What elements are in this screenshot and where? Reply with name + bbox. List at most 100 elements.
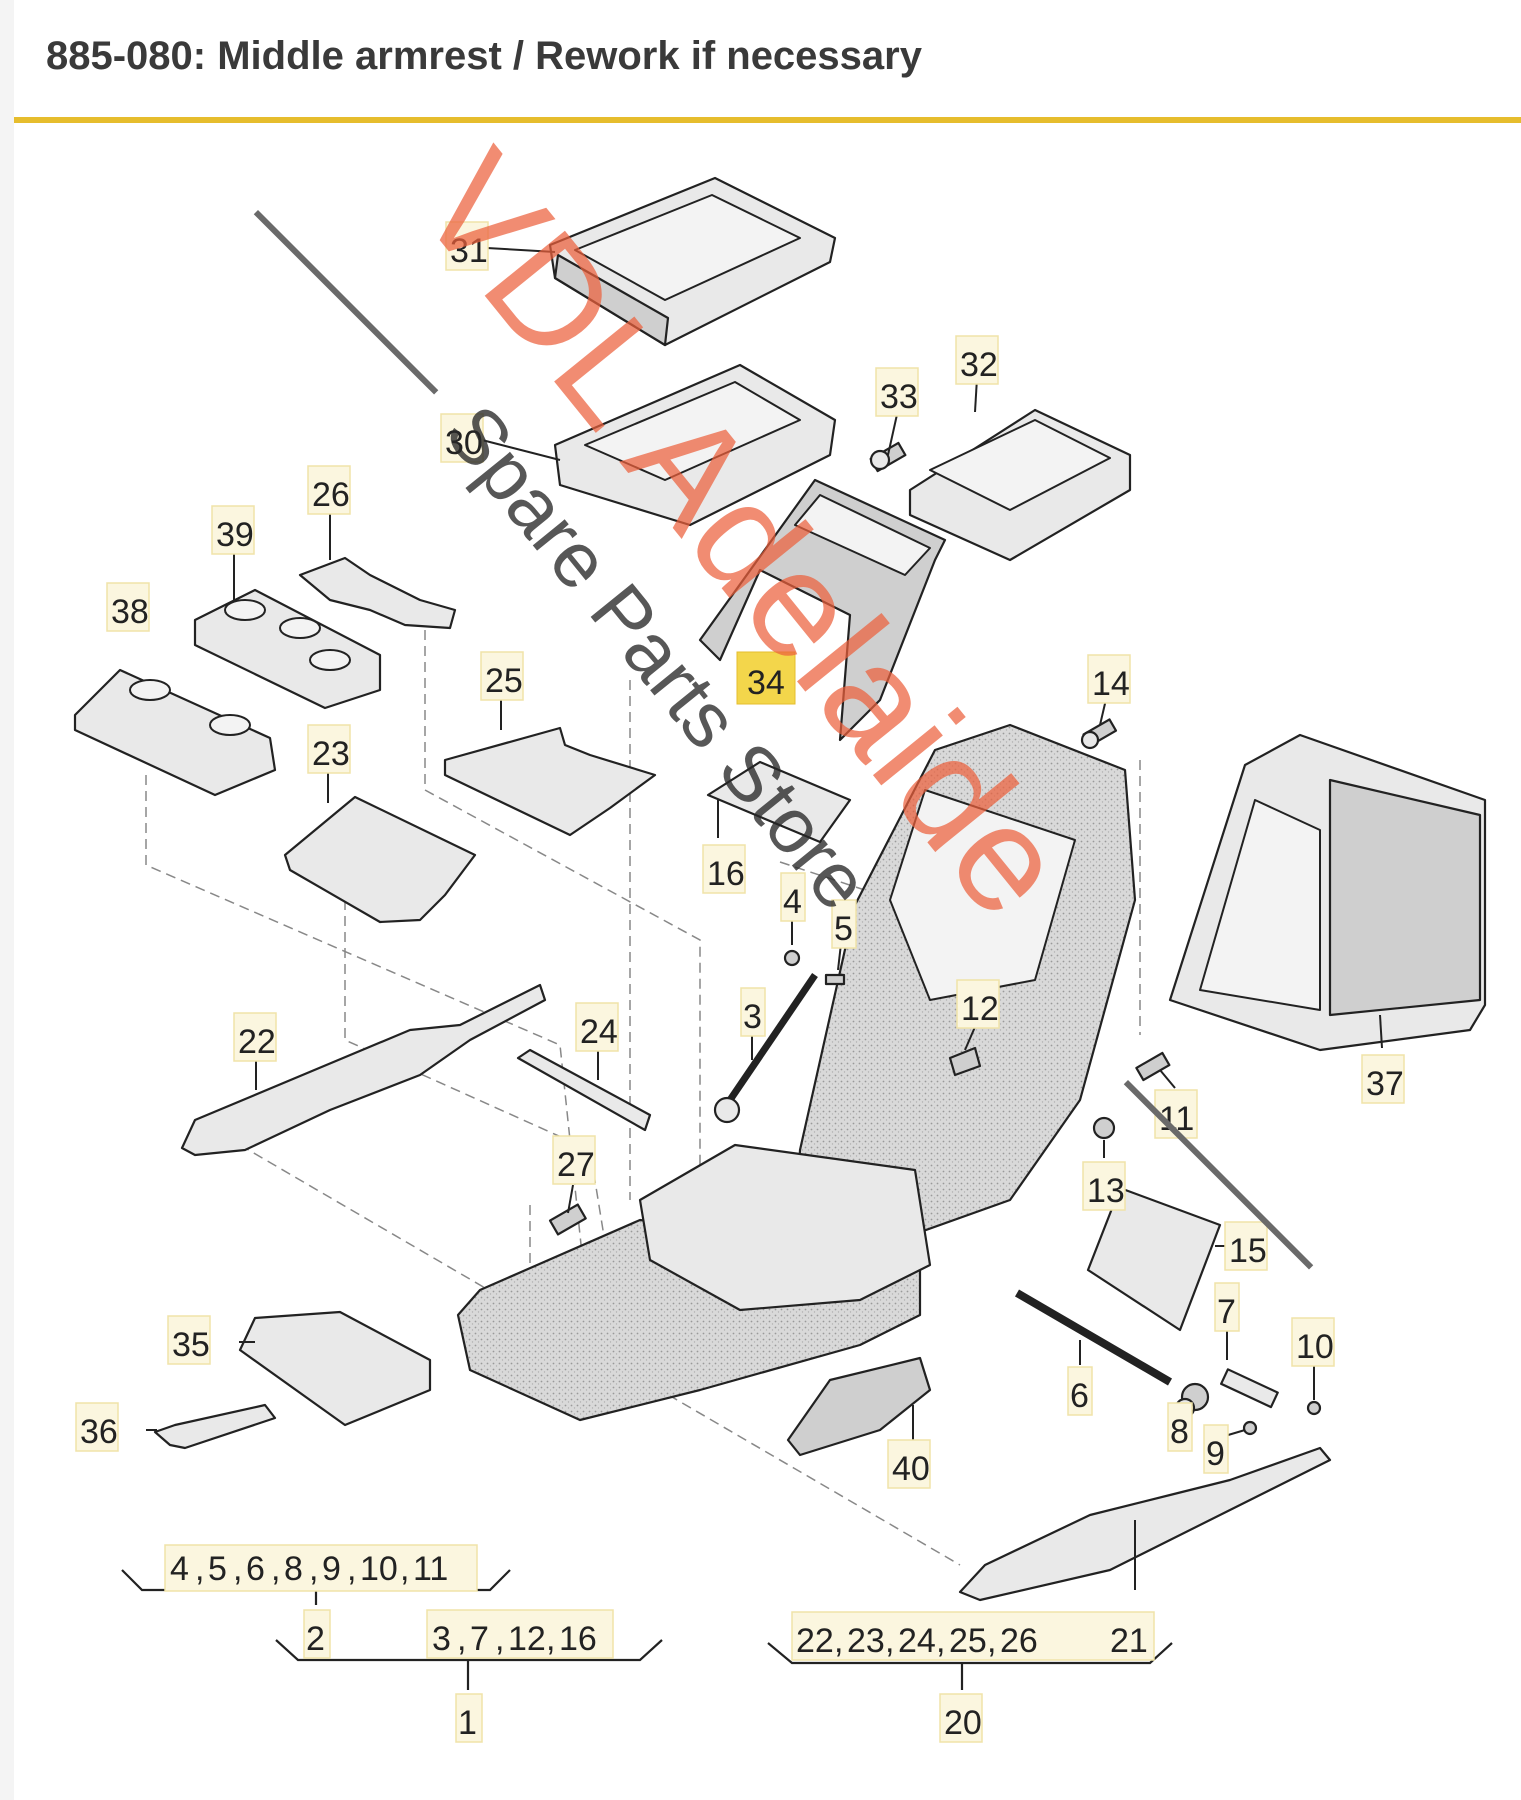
label-25[interactable]: 25 (480, 651, 524, 701)
label-8[interactable]: 8 (1167, 1402, 1193, 1452)
label-31[interactable]: 31 (445, 221, 489, 271)
part-11-screw[interactable] (1135, 1051, 1171, 1082)
part-26-trim[interactable] (298, 556, 457, 630)
svg-text:22: 22 (238, 1023, 276, 1061)
part-27-screw[interactable] (548, 1203, 587, 1236)
svg-text:33: 33 (880, 378, 918, 416)
label-12[interactable]: 12 (956, 979, 1000, 1029)
part-21-side-trim[interactable] (958, 1446, 1332, 1602)
part-7-latch[interactable] (1180, 1368, 1279, 1412)
part-14-screw[interactable] (1080, 718, 1118, 750)
part-12-clip[interactable] (948, 1046, 982, 1077)
svg-text:34: 34 (747, 664, 785, 702)
part-1-console-body[interactable] (456, 723, 1137, 1422)
svg-text:38: 38 (111, 593, 149, 631)
part-15-pad[interactable] (1086, 1186, 1222, 1332)
part-5-pin[interactable] (824, 973, 846, 986)
svg-text:9: 9 (322, 1550, 341, 1588)
svg-text:3: 3 (432, 1620, 451, 1658)
part-40-switch[interactable] (786, 1356, 932, 1457)
part-39-switch-panel[interactable] (193, 588, 382, 710)
part-9-screw[interactable] (1242, 1420, 1258, 1436)
svg-text:7: 7 (470, 1620, 489, 1658)
label-40[interactable]: 40 (887, 1439, 931, 1489)
part-24-bracket[interactable] (516, 1048, 652, 1132)
svg-text:,: , (834, 1622, 843, 1660)
label-26[interactable]: 26 (307, 465, 351, 515)
svg-text:35: 35 (172, 1326, 210, 1364)
label-36[interactable]: 36 (75, 1402, 119, 1452)
label-23[interactable]: 23 (307, 724, 351, 774)
svg-text:2: 2 (306, 1620, 325, 1658)
label-24[interactable]: 24 (575, 1002, 619, 1052)
svg-text:,: , (936, 1622, 945, 1660)
svg-text:36: 36 (80, 1413, 118, 1451)
callout-labels: 31 30 33 32 26 39 38 25 34 23 16 14 4 5 … (75, 221, 1405, 1489)
page-title: 885-080: Middle armrest / Rework if nece… (46, 34, 922, 78)
group-2-label[interactable]: 2 (303, 1609, 331, 1659)
label-30[interactable]: 30 (440, 413, 484, 463)
part-22-side-trim[interactable] (180, 983, 547, 1157)
svg-text:32: 32 (960, 346, 998, 384)
label-10[interactable]: 10 (1291, 1317, 1335, 1367)
part-35-tray[interactable] (238, 1310, 432, 1427)
label-3[interactable]: 3 (740, 987, 766, 1037)
part-37-rear-housing[interactable] (1168, 733, 1487, 1052)
svg-text:12: 12 (961, 990, 999, 1028)
part-30-lid-frame[interactable] (553, 363, 837, 527)
label-38[interactable]: 38 (106, 582, 150, 632)
part-34-front-bezel[interactable] (698, 478, 947, 742)
part-36-trim-strip[interactable] (153, 1403, 277, 1450)
label-13[interactable]: 13 (1082, 1161, 1126, 1211)
svg-text:,: , (347, 1550, 356, 1588)
label-34-selected[interactable]: 34 (736, 651, 796, 705)
label-5[interactable]: 5 (831, 899, 857, 949)
label-27[interactable]: 27 (552, 1135, 596, 1185)
part-32-box-insert[interactable] (908, 408, 1132, 562)
svg-text:27: 27 (557, 1146, 595, 1184)
label-33[interactable]: 33 (875, 367, 919, 417)
part-6-rod[interactable] (1014, 1289, 1173, 1386)
part-33-screw[interactable] (869, 441, 907, 473)
label-7[interactable]: 7 (1214, 1282, 1240, 1332)
group-20-label[interactable]: 20 (939, 1693, 983, 1743)
part-38-switch-panel[interactable] (73, 668, 277, 797)
label-22[interactable]: 22 (233, 1012, 277, 1062)
svg-text:30: 30 (445, 424, 483, 462)
part-3-gas-strut[interactable] (713, 973, 818, 1124)
svg-text:22: 22 (796, 1622, 834, 1660)
svg-text:23: 23 (847, 1622, 885, 1660)
label-37[interactable]: 37 (1361, 1054, 1405, 1104)
label-32[interactable]: 32 (955, 335, 999, 385)
group-2-members: 4 , 5 , 6 , 8 , 9 , 10 , 11 (164, 1544, 478, 1592)
svg-text:,: , (457, 1620, 466, 1658)
title-rule (14, 117, 1521, 123)
part-31-storage-tray[interactable] (548, 176, 837, 347)
label-16[interactable]: 16 (702, 844, 746, 894)
svg-text:,: , (271, 1550, 280, 1588)
part-4-clip[interactable] (783, 949, 801, 967)
label-4[interactable]: 4 (780, 872, 806, 922)
svg-text:21: 21 (1110, 1622, 1148, 1660)
label-35[interactable]: 35 (167, 1315, 211, 1365)
group-1-label[interactable]: 1 (455, 1693, 483, 1743)
label-14[interactable]: 14 (1087, 654, 1131, 704)
svg-text:4: 4 (170, 1550, 189, 1588)
part-23-pad[interactable] (283, 795, 477, 924)
svg-text:40: 40 (892, 1450, 930, 1488)
svg-text:,: , (233, 1550, 242, 1588)
part-16-mat[interactable] (706, 760, 852, 844)
part-10-spring[interactable] (1306, 1400, 1322, 1416)
part-25-cover-plate[interactable] (443, 726, 657, 837)
part-13-nut[interactable] (1092, 1116, 1116, 1140)
svg-text:,: , (309, 1550, 318, 1588)
label-39[interactable]: 39 (211, 505, 255, 555)
label-9[interactable]: 9 (1203, 1424, 1229, 1474)
label-6[interactable]: 6 (1067, 1366, 1093, 1416)
svg-text:10: 10 (360, 1550, 398, 1588)
svg-text:8: 8 (284, 1550, 303, 1588)
label-15[interactable]: 15 (1224, 1221, 1268, 1271)
svg-text:,: , (495, 1620, 504, 1658)
svg-text:16: 16 (559, 1620, 597, 1658)
